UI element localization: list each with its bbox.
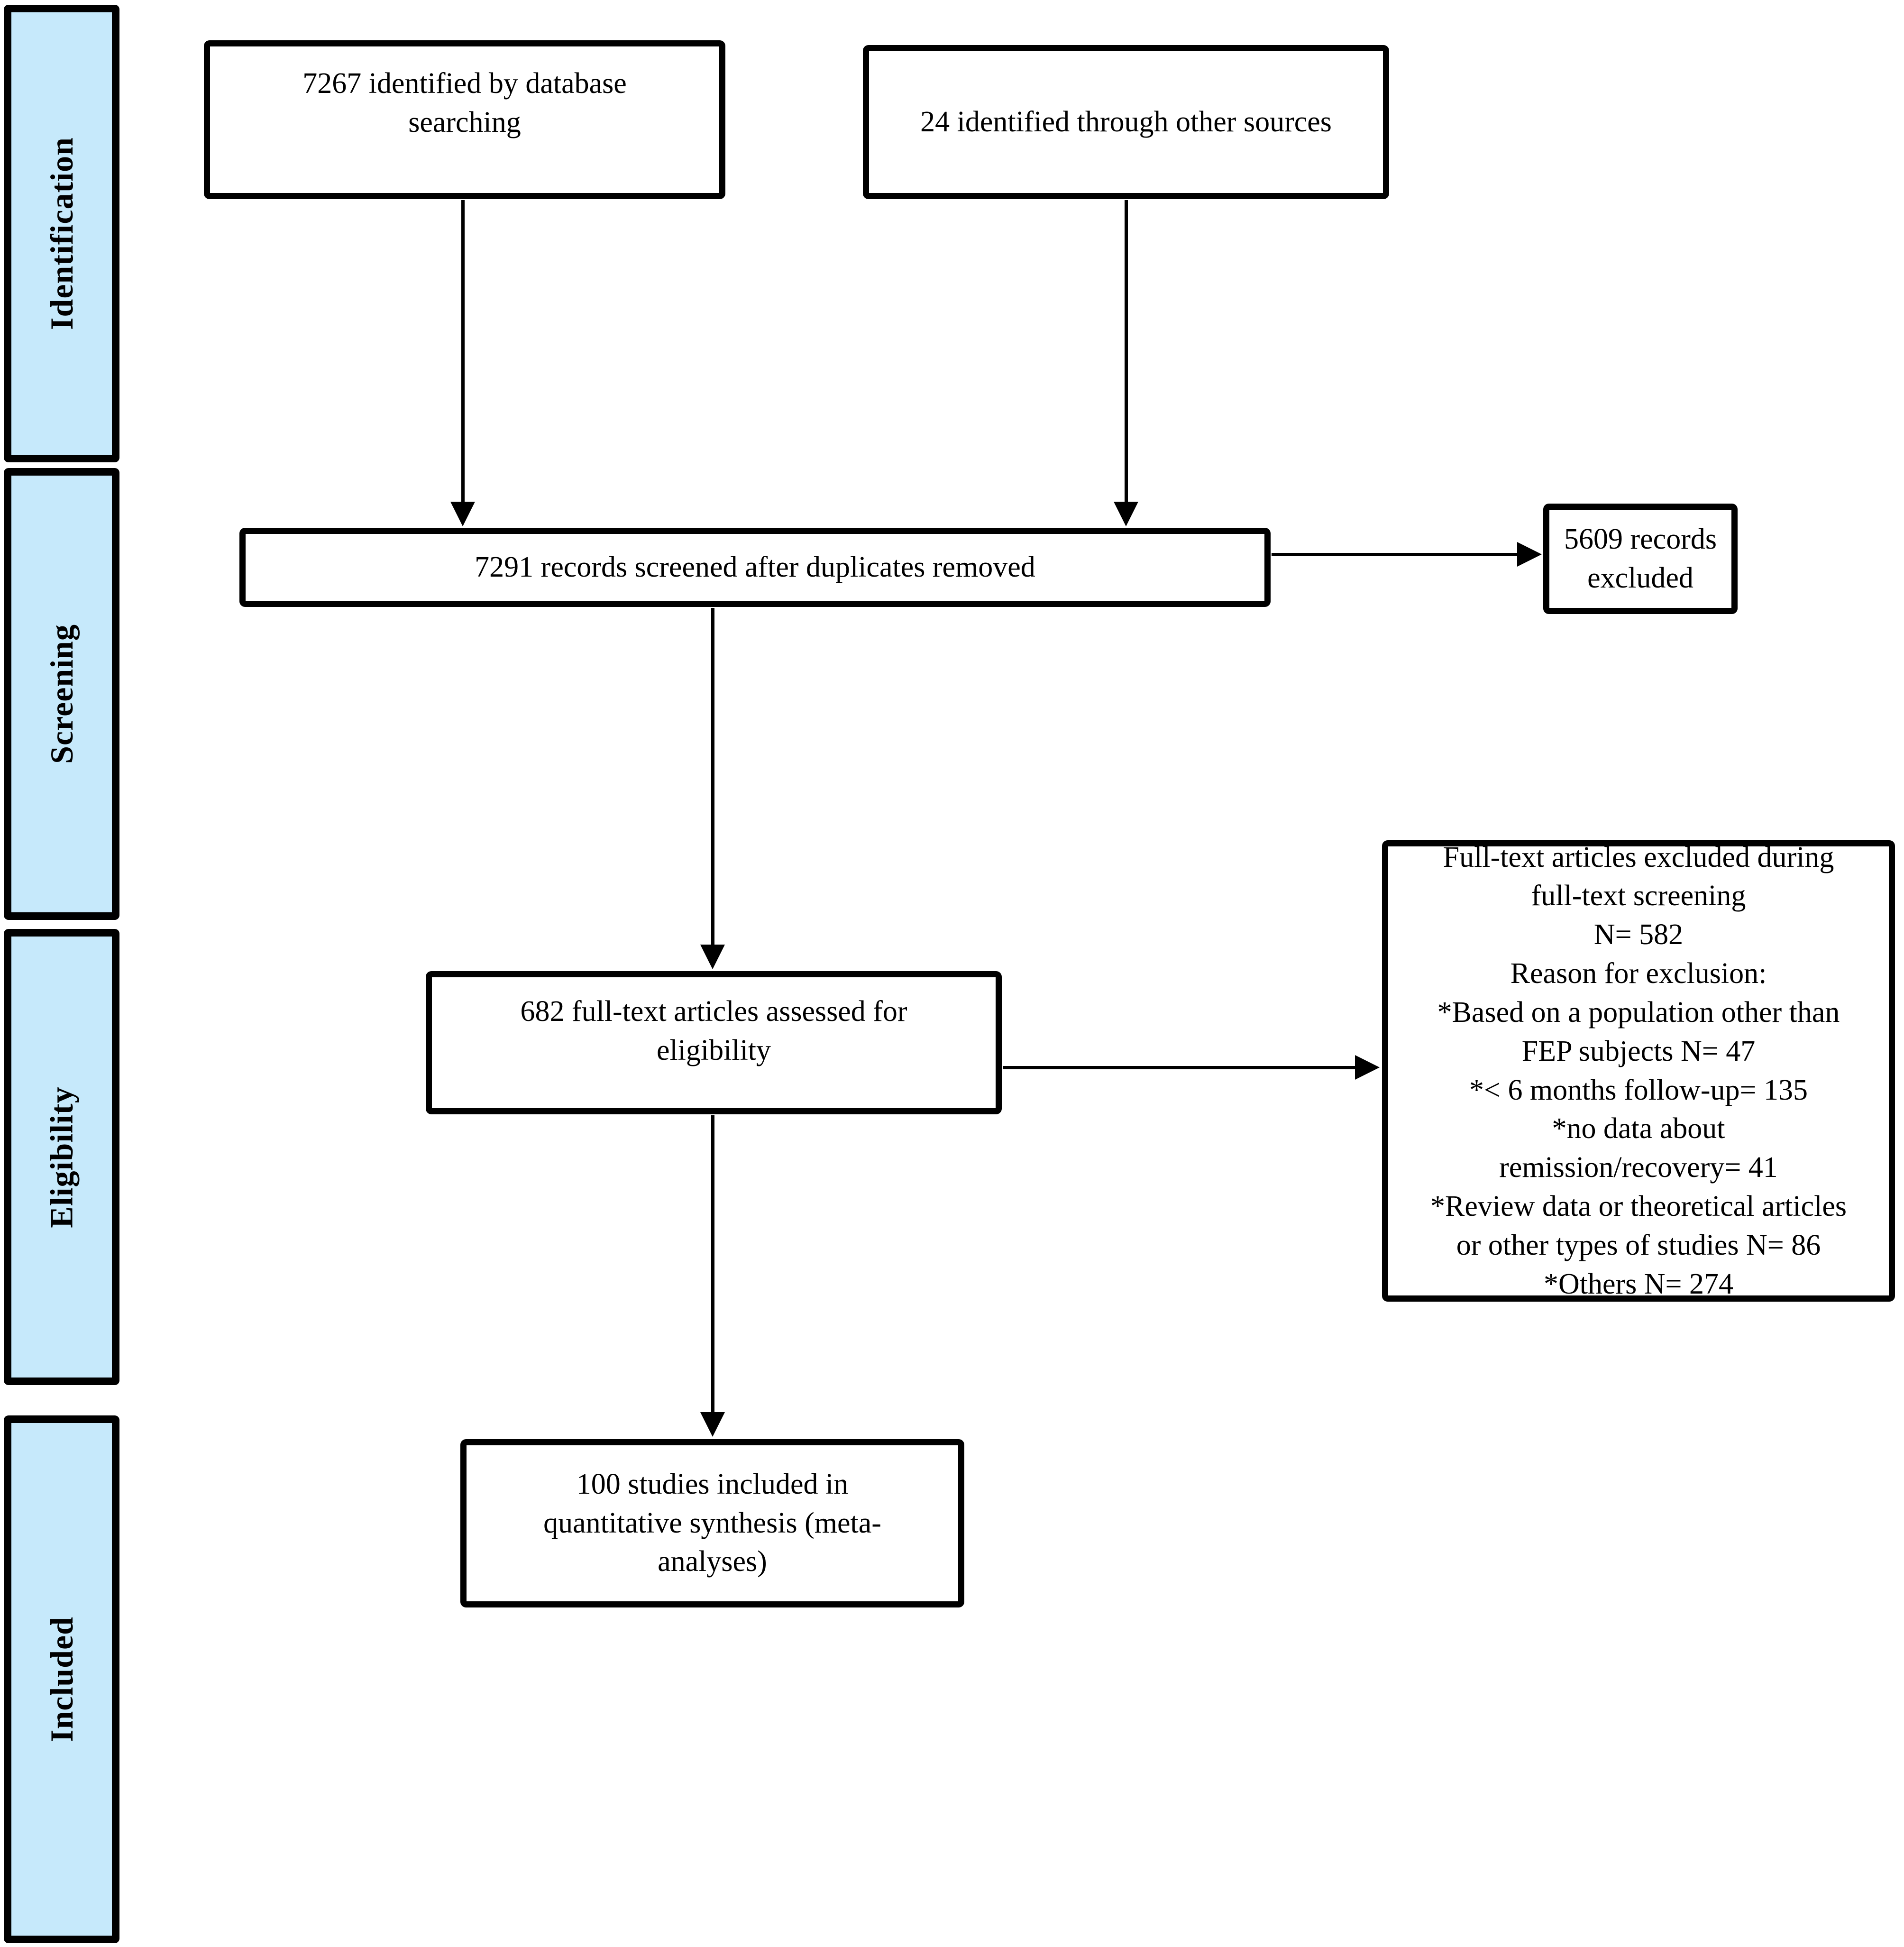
stage-identification: Identification (4, 5, 119, 462)
box-records-screened: 7291 records screened after duplicates r… (239, 528, 1271, 607)
arrow-othersources-to-screened-line (1125, 200, 1128, 503)
arrow-assessed-to-included-head (700, 1412, 725, 1437)
arrow-screened-to-assessed-head (700, 945, 725, 969)
arrow-dbsearch-to-screened-line (461, 200, 465, 503)
arrow-screened-to-assessed-line (711, 608, 714, 946)
arrow-othersources-to-screened-head (1114, 502, 1138, 526)
stage-screening: Screening (4, 468, 119, 920)
arrow-screened-to-excluded-head (1517, 542, 1542, 567)
stage-eligibility: Eligibility (4, 929, 119, 1385)
box-records-screened-text: 7291 records screened after duplicates r… (475, 551, 1035, 583)
box-other-sources-text: 24 identified through other sources (920, 105, 1332, 138)
stage-included: Included (4, 1415, 119, 1943)
arrow-assessed-to-ftexcluded-line (1003, 1066, 1356, 1069)
arrow-assessed-to-included-line (711, 1115, 714, 1413)
stage-screening-label: Screening (43, 624, 80, 764)
arrow-assessed-to-ftexcluded-head (1355, 1055, 1380, 1080)
stage-identification-label: Identification (43, 137, 80, 330)
stage-eligibility-label: Eligibility (43, 1086, 80, 1228)
arrow-dbsearch-to-screened-head (450, 502, 475, 526)
box-other-sources: 24 identified through other sources (863, 45, 1389, 199)
arrow-screened-to-excluded-line (1272, 553, 1519, 556)
stage-included-label: Included (43, 1616, 80, 1742)
